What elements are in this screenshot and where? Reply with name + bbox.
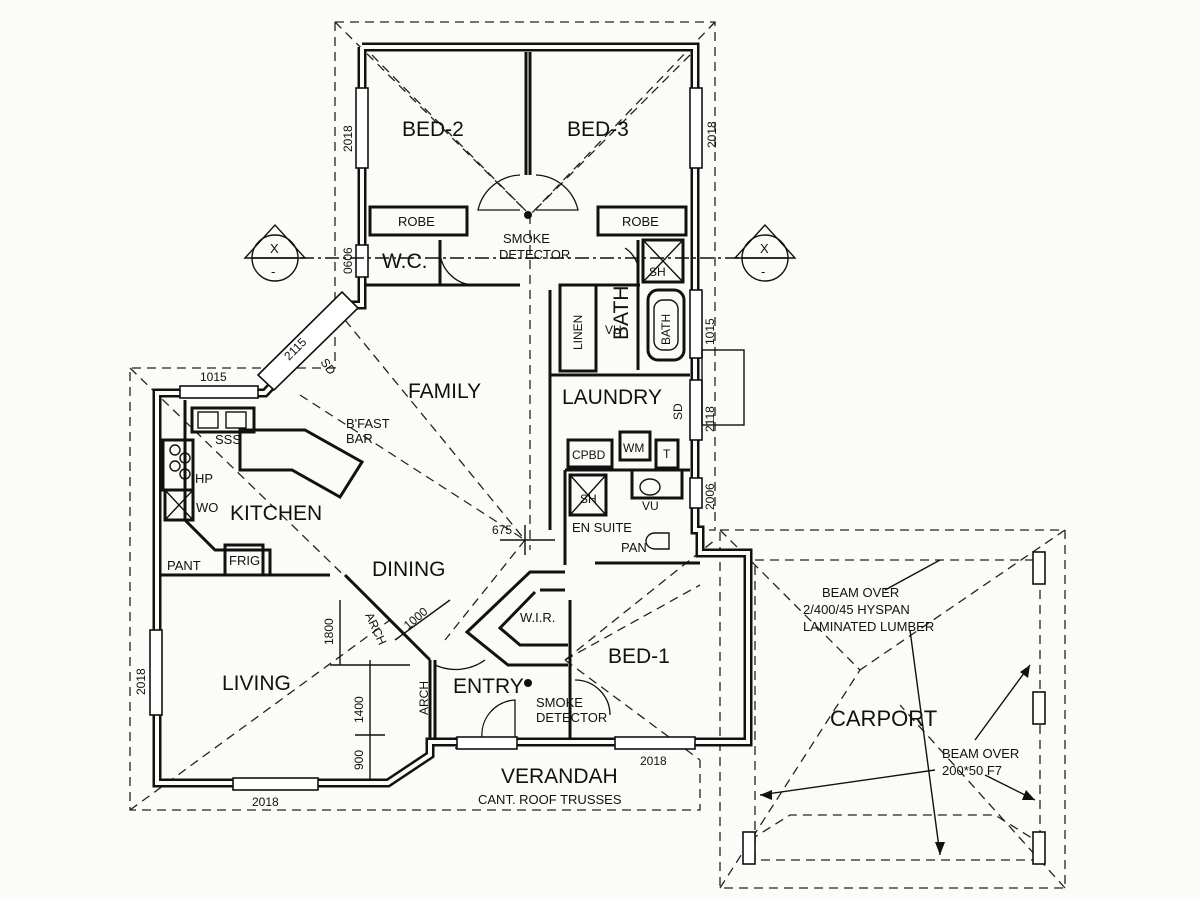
label-robe-right: ROBE bbox=[622, 214, 659, 229]
label-bed2: BED-2 bbox=[402, 118, 464, 141]
label-bath-tub: BATH bbox=[659, 314, 673, 345]
label-sd-laundry: SD bbox=[671, 403, 685, 420]
label-robe-left: ROBE bbox=[398, 214, 435, 229]
label-hp: HP bbox=[195, 471, 213, 486]
label-pan: PAN bbox=[621, 540, 647, 555]
label-wm: WM bbox=[623, 441, 644, 455]
dimension-lines bbox=[330, 525, 555, 780]
label-living: LIVING bbox=[222, 672, 291, 695]
label-cpbd: CPBD bbox=[572, 448, 606, 462]
doors bbox=[434, 174, 640, 739]
label-sh-ensuite: SH bbox=[580, 492, 597, 506]
label-sh-bath: SH bbox=[649, 265, 666, 279]
label-arch-entry: ARCH bbox=[417, 681, 431, 715]
label-smoke-top-1: SMOKE bbox=[503, 231, 550, 246]
win-kitchen-top: 1015 bbox=[200, 370, 227, 384]
label-family: FAMILY bbox=[408, 380, 481, 403]
section-sub-right: - bbox=[761, 264, 765, 279]
label-bfast-2: BAR bbox=[346, 431, 373, 446]
label-beam1-1: BEAM OVER bbox=[822, 585, 899, 600]
label-sss: SSS bbox=[215, 432, 241, 447]
dim-675: 675 bbox=[492, 523, 512, 537]
win-laundry-side: 2118 bbox=[703, 406, 717, 432]
dim-1400: 1400 bbox=[352, 696, 366, 723]
label-vu-bath: VU bbox=[605, 323, 622, 337]
label-wc: W.C. bbox=[382, 250, 428, 273]
win-living-bottom: 2018 bbox=[252, 795, 279, 809]
label-laundry: LAUNDRY bbox=[562, 386, 662, 409]
label-carport: CARPORT bbox=[830, 706, 937, 731]
win-living-side: 2018 bbox=[134, 668, 148, 695]
room-labels: BED-2 BED-3 ROBE ROBE W.C. BATH BATH SH … bbox=[167, 118, 937, 807]
label-beam1-3: LAMINATED LUMBER bbox=[803, 619, 934, 634]
section-line bbox=[243, 223, 797, 282]
label-verandah: VERANDAH bbox=[501, 765, 618, 788]
label-vu-ensuite: VU bbox=[642, 499, 659, 513]
label-beam1-2: 2/400/45 HYSPAN bbox=[803, 602, 910, 617]
dim-900: 900 bbox=[352, 750, 366, 770]
win-wc-side: 0606 bbox=[341, 247, 355, 274]
carport-posts bbox=[742, 551, 1046, 865]
section-marker-labels: X - X - bbox=[270, 241, 769, 279]
win-bed3-side: 2018 bbox=[705, 121, 719, 148]
label-smoke-bottom-1: SMOKE bbox=[536, 695, 583, 710]
label-smoke-bottom-2: DETECTOR bbox=[536, 710, 607, 725]
section-sub-left: - bbox=[271, 264, 275, 279]
label-wir: W.I.R. bbox=[520, 610, 555, 625]
windows bbox=[149, 87, 745, 791]
label-roof-trusses: CANT. ROOF TRUSSES bbox=[478, 792, 622, 807]
beam-labels: BEAM OVER 2/400/45 HYSPAN LAMINATED LUMB… bbox=[803, 585, 1019, 778]
label-en-suite: EN SUITE bbox=[572, 520, 632, 535]
win-bed1-bottom: 2018 bbox=[640, 754, 667, 768]
interior-walls bbox=[160, 52, 700, 749]
label-linen: LINEN bbox=[571, 315, 585, 350]
label-frig: FRIG bbox=[229, 553, 260, 568]
win-ensuite-side: 2006 bbox=[703, 483, 717, 510]
section-letter-right: X bbox=[760, 241, 769, 256]
label-smoke-top-2: DETECTOR bbox=[499, 247, 570, 262]
label-beam2-2: 200*50 F7 bbox=[942, 763, 1002, 778]
label-bfast-1: B'FAST bbox=[346, 416, 390, 431]
label-bed1: BED-1 bbox=[608, 645, 670, 668]
dim-1000: 1000 bbox=[401, 604, 431, 632]
label-beam2-1: BEAM OVER bbox=[942, 746, 1019, 761]
section-letter-left: X bbox=[270, 241, 279, 256]
label-wo: WO bbox=[196, 500, 218, 515]
label-kitchen: KITCHEN bbox=[230, 502, 322, 525]
win-bed2-side: 2018 bbox=[341, 125, 355, 152]
win-bath-side: 1015 bbox=[703, 318, 717, 345]
beam-arrows bbox=[759, 559, 1036, 856]
label-entry: ENTRY bbox=[453, 675, 524, 698]
dim-1800: 1800 bbox=[322, 618, 336, 645]
label-t: T bbox=[663, 447, 671, 461]
label-dining: DINING bbox=[372, 558, 446, 581]
label-bed3: BED-3 bbox=[567, 118, 629, 141]
label-bath: BATH bbox=[610, 286, 633, 340]
label-pant: PANT bbox=[167, 558, 201, 573]
